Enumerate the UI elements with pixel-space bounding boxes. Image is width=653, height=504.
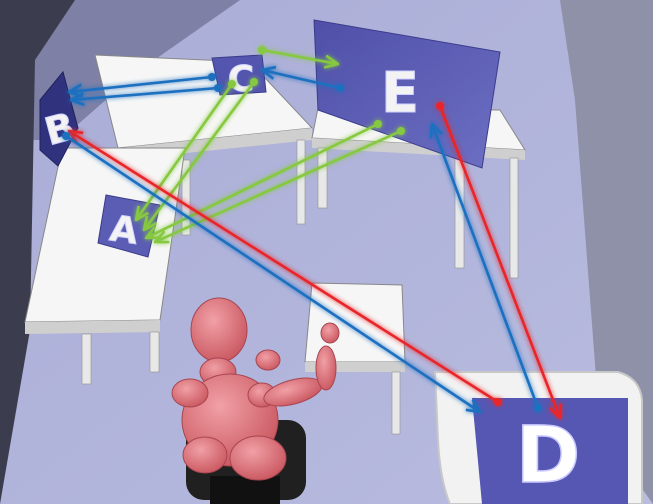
chair-base	[210, 476, 280, 504]
display-c-label: C	[228, 59, 254, 100]
table-leg	[82, 334, 91, 384]
table-leg	[150, 332, 159, 372]
table-leg	[510, 158, 518, 278]
display-e-label: E	[381, 61, 419, 126]
table-leg	[455, 158, 464, 268]
table-edge-side	[25, 320, 160, 334]
table-leg	[297, 140, 305, 224]
display-d-label: D	[516, 411, 581, 501]
table-leg	[318, 148, 327, 208]
table-leg	[392, 372, 400, 434]
